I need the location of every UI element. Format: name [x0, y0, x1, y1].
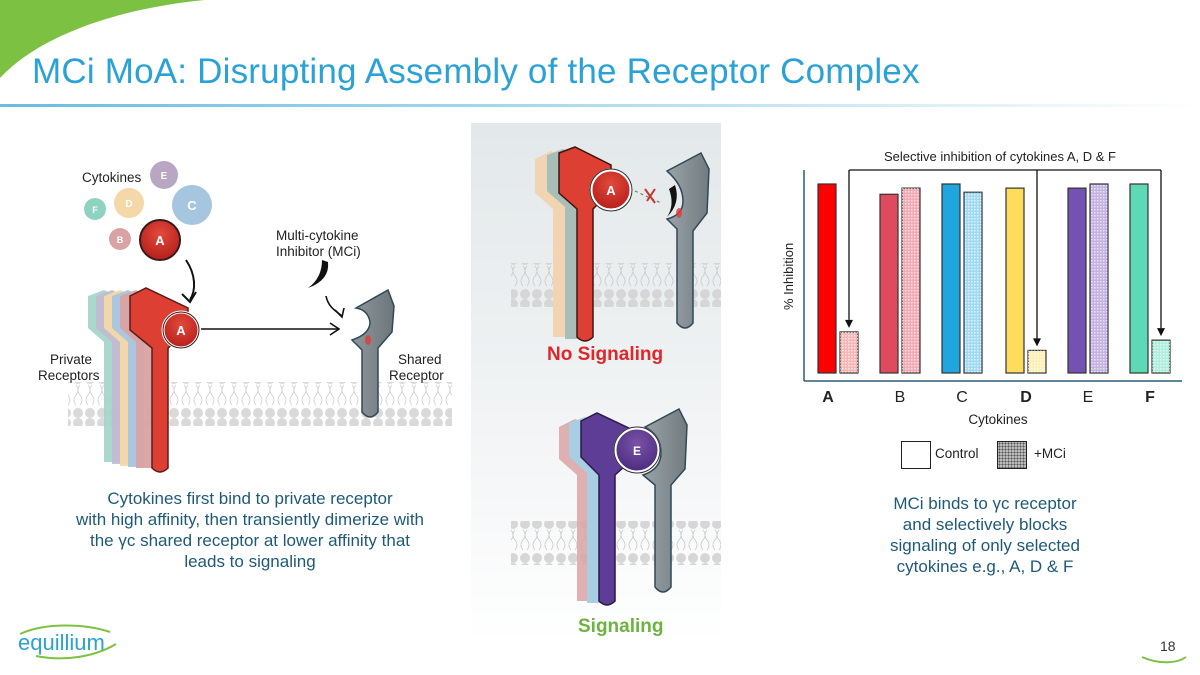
svg-text:A: A [176, 323, 186, 338]
callout-arrow-a [845, 319, 853, 328]
left-caption-line: Cytokines first bind to private receptor [107, 489, 393, 508]
bar-pattern-d [1028, 350, 1046, 373]
chart-title: Selective inhibition of cytokines A, D &… [884, 149, 1116, 164]
no-signaling-label: No Signaling [547, 344, 664, 365]
shared-receptor-label-line1: Shared [398, 352, 442, 367]
cytokine-c: C [172, 185, 212, 225]
cytokine-e: E [150, 161, 178, 189]
blocked-x-icon [644, 188, 656, 204]
mci-label-line1: Multi-cytokine [276, 228, 359, 243]
x-tick-a: A [822, 389, 834, 406]
y-axis-label: % Inhibition [781, 243, 796, 310]
membrane-bottom [511, 521, 721, 565]
chart-caption-line: cytokines e.g., A, D & F [896, 557, 1074, 576]
mci-inhibitor-icon [308, 260, 329, 288]
bar-e-control [1067, 187, 1087, 374]
signaling-shared-receptor [641, 407, 688, 593]
callout-arrow-d [1033, 338, 1041, 347]
bar-d-control [1005, 187, 1025, 374]
x-tick-f: F [1145, 389, 1155, 406]
chart-caption: MCi binds to γc receptor and selectively… [850, 493, 1120, 577]
mci-label-line2: Inhibitor (MCi) [276, 244, 361, 259]
bar-f-control [1129, 183, 1149, 374]
svg-text:E: E [161, 171, 168, 182]
cytokine-a: A [139, 219, 181, 261]
signaling-label: Signaling [578, 616, 664, 637]
bar-a-control [817, 183, 837, 374]
left-caption-line: with high affinity, then transiently dim… [75, 510, 425, 529]
bar-pattern-f [1152, 340, 1170, 373]
page-number: 18 [1160, 638, 1176, 654]
shared-receptor [350, 288, 395, 418]
svg-text:B: B [117, 235, 124, 245]
bars-group [817, 183, 1171, 374]
x-tick-b: B [895, 389, 906, 406]
legend-control-swatch [901, 441, 931, 469]
title-divider [0, 104, 1200, 107]
svg-text:A: A [606, 183, 616, 198]
left-caption-line: the γc shared receptor at lower affinity… [89, 531, 411, 550]
x-tick-e: E [1083, 389, 1094, 406]
bound-cytokine-a: A [161, 310, 201, 350]
svg-text:E: E [633, 444, 641, 458]
cytokine-b: B [109, 228, 131, 250]
x-tick-c: C [956, 389, 968, 406]
bar-pattern-b [902, 188, 920, 373]
callout-arrow-f [1157, 328, 1165, 337]
legend-mci-swatch [997, 441, 1027, 469]
page-swoosh [1141, 656, 1187, 664]
signaling-cytokine-e: E [613, 426, 661, 474]
bar-b-control [879, 193, 899, 374]
bar-pattern-c [964, 192, 982, 373]
bar-pattern-a [840, 331, 858, 373]
private-receptors-label-line1: Private [50, 352, 93, 367]
legend-control-label: Control [935, 446, 979, 461]
bar-c-control [941, 183, 961, 374]
svg-text:F: F [92, 205, 98, 215]
slide-title: MCi MoA: Disrupting Assembly of the Rece… [32, 52, 920, 91]
chart-caption-line: MCi binds to γc receptor [893, 494, 1077, 513]
chart-caption-line: signaling of only selected [890, 536, 1080, 555]
cytokines-label: Cytokines [82, 170, 142, 185]
x-tick-labels: A B C D E F [822, 389, 1155, 406]
left-caption-line: leads to signaling [184, 552, 316, 571]
selection-callouts [845, 169, 1165, 347]
svg-text:D: D [125, 199, 132, 210]
cytokine-d: D [114, 188, 144, 218]
bar-pattern-e [1090, 184, 1108, 373]
private-receptors-label-line2: Receptors [38, 368, 100, 383]
x-axis-label: Cytokines [968, 412, 1028, 427]
legend-mci-label: +MCi [1034, 446, 1066, 461]
x-tick-d: D [1020, 389, 1032, 406]
logo-text: equillium [18, 630, 105, 655]
mci-bound-icon [667, 185, 677, 217]
no-signaling-cytokine-a: A [589, 168, 633, 212]
svg-text:C: C [187, 198, 197, 213]
cytokine-f: F [84, 198, 106, 220]
mechanism-illustration: A E [511, 146, 721, 606]
blocked-binding-arrow [634, 190, 662, 204]
brand-swoosh [0, 0, 205, 78]
svg-text:A: A [155, 233, 165, 248]
equillium-logo: equillium [18, 624, 117, 660]
inhibition-bar-chart: Selective inhibition of cytokines A, D &… [781, 149, 1182, 427]
chart-caption-line: and selectively blocks [902, 515, 1068, 534]
binding-arrow [185, 259, 196, 301]
shared-receptor-label-line2: Receptor [389, 368, 444, 383]
receptor-assembly-diagram: E F D C B A A [68, 161, 452, 473]
no-signaling-shared-receptor [665, 151, 710, 329]
left-caption: Cytokines first bind to private receptor… [40, 488, 460, 572]
